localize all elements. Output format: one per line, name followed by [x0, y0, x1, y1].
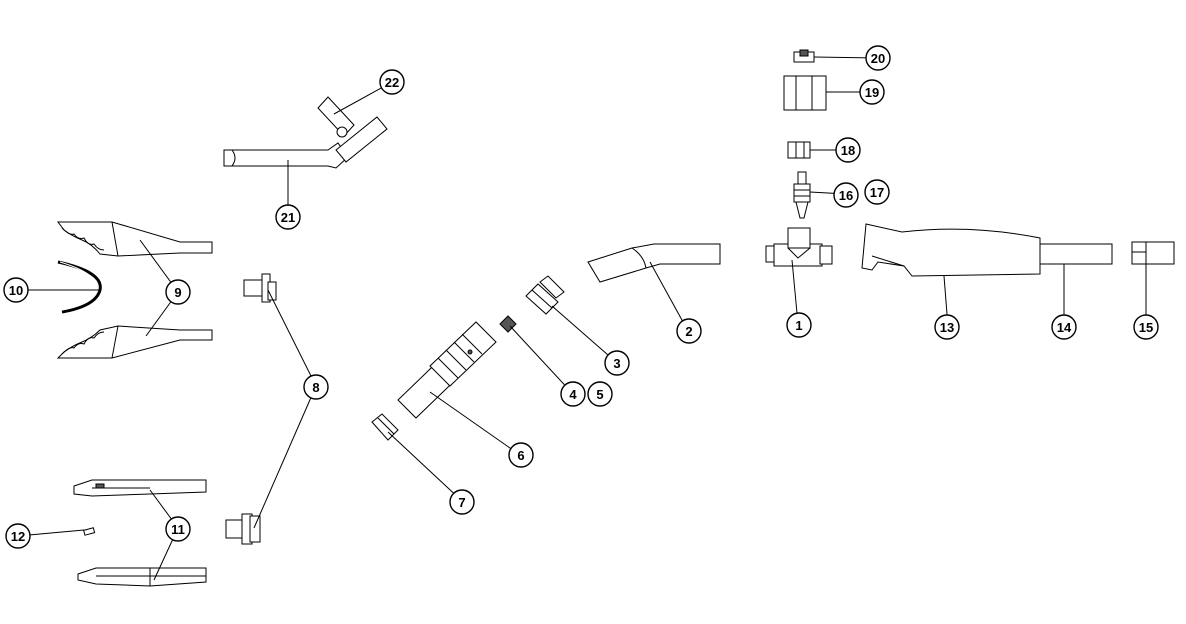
- callout-5: 5: [587, 381, 613, 407]
- callout-17: 17: [864, 179, 890, 205]
- part-22-angled-fitting: [317, 96, 388, 163]
- callout-6: 6: [508, 442, 534, 468]
- callout-20: 20: [865, 45, 891, 71]
- part-10-spring: [57, 260, 102, 314]
- callout-16: 16: [833, 182, 859, 208]
- callout-18: 18: [835, 137, 861, 163]
- part-3-connector: [525, 275, 565, 315]
- part-7-nut: [371, 413, 399, 441]
- part-11-lower-lever: [77, 567, 207, 587]
- callout-13-label: 13: [940, 320, 954, 335]
- part-16-electrode: [793, 171, 811, 219]
- callout-15: 15: [1133, 314, 1159, 340]
- callout-15-label: 15: [1139, 320, 1153, 335]
- callout-9: 9: [165, 279, 191, 305]
- callout-12-label: 12: [11, 529, 25, 544]
- callout-4-label: 4: [569, 387, 577, 402]
- part-6-handle-sleeve: [397, 321, 497, 419]
- callout-11: 11: [165, 516, 191, 542]
- callout-8: 8: [303, 374, 329, 400]
- callout-5-label: 5: [596, 387, 603, 402]
- callout-16-label: 16: [839, 188, 853, 203]
- callout-11-label: 11: [171, 522, 185, 537]
- part-11-upper-lever: [73, 479, 207, 497]
- part-14-tube: [1039, 243, 1113, 265]
- callout-1: 1: [786, 312, 812, 338]
- leader-lines: [16, 56, 1147, 581]
- part-12-pin: [83, 527, 96, 536]
- callout-21-label: 21: [281, 210, 295, 225]
- callout-10-label: 10: [9, 283, 23, 298]
- callout-22-label: 22: [385, 75, 399, 90]
- part-18-small-nut: [787, 141, 811, 159]
- callout-1-label: 1: [795, 318, 802, 333]
- part-1-tee-body: [765, 227, 833, 267]
- part-13-handle-body: [861, 223, 1041, 277]
- callout-19-label: 19: [865, 85, 879, 100]
- callout-2: 2: [676, 318, 702, 344]
- callout-13: 13: [934, 314, 960, 340]
- callout-7-label: 7: [458, 495, 465, 510]
- callout-14: 14: [1051, 314, 1077, 340]
- callout-17-label: 17: [870, 185, 884, 200]
- callout-7: 7: [449, 489, 475, 515]
- callout-21: 21: [275, 204, 301, 230]
- callout-9-label: 9: [174, 285, 181, 300]
- callout-12: 12: [5, 523, 31, 549]
- callout-6-label: 6: [517, 448, 524, 463]
- callout-10: 10: [3, 277, 29, 303]
- callout-2-label: 2: [685, 324, 692, 339]
- part-19-cylinder-cap: [783, 75, 827, 111]
- callout-3-label: 3: [613, 356, 620, 371]
- part-21-bent-tube: [223, 142, 349, 169]
- part-9-lower-jaw: [56, 325, 213, 359]
- part-8-upper-bushing: [243, 273, 277, 303]
- callout-22: 22: [379, 69, 405, 95]
- part-2-bent-neck: [587, 243, 721, 283]
- part-15-end-cap: [1131, 241, 1175, 265]
- part-8-lower-bushing: [225, 513, 261, 545]
- part-20-small-cap: [793, 49, 815, 63]
- part-9-upper-jaw: [57, 221, 213, 257]
- callout-8-label: 8: [312, 380, 319, 395]
- callout-18-label: 18: [841, 143, 855, 158]
- callout-4: 4: [560, 381, 586, 407]
- callout-19: 19: [859, 79, 885, 105]
- callout-20-label: 20: [871, 51, 885, 66]
- callout-3: 3: [604, 350, 630, 376]
- callout-14-label: 14: [1057, 320, 1072, 335]
